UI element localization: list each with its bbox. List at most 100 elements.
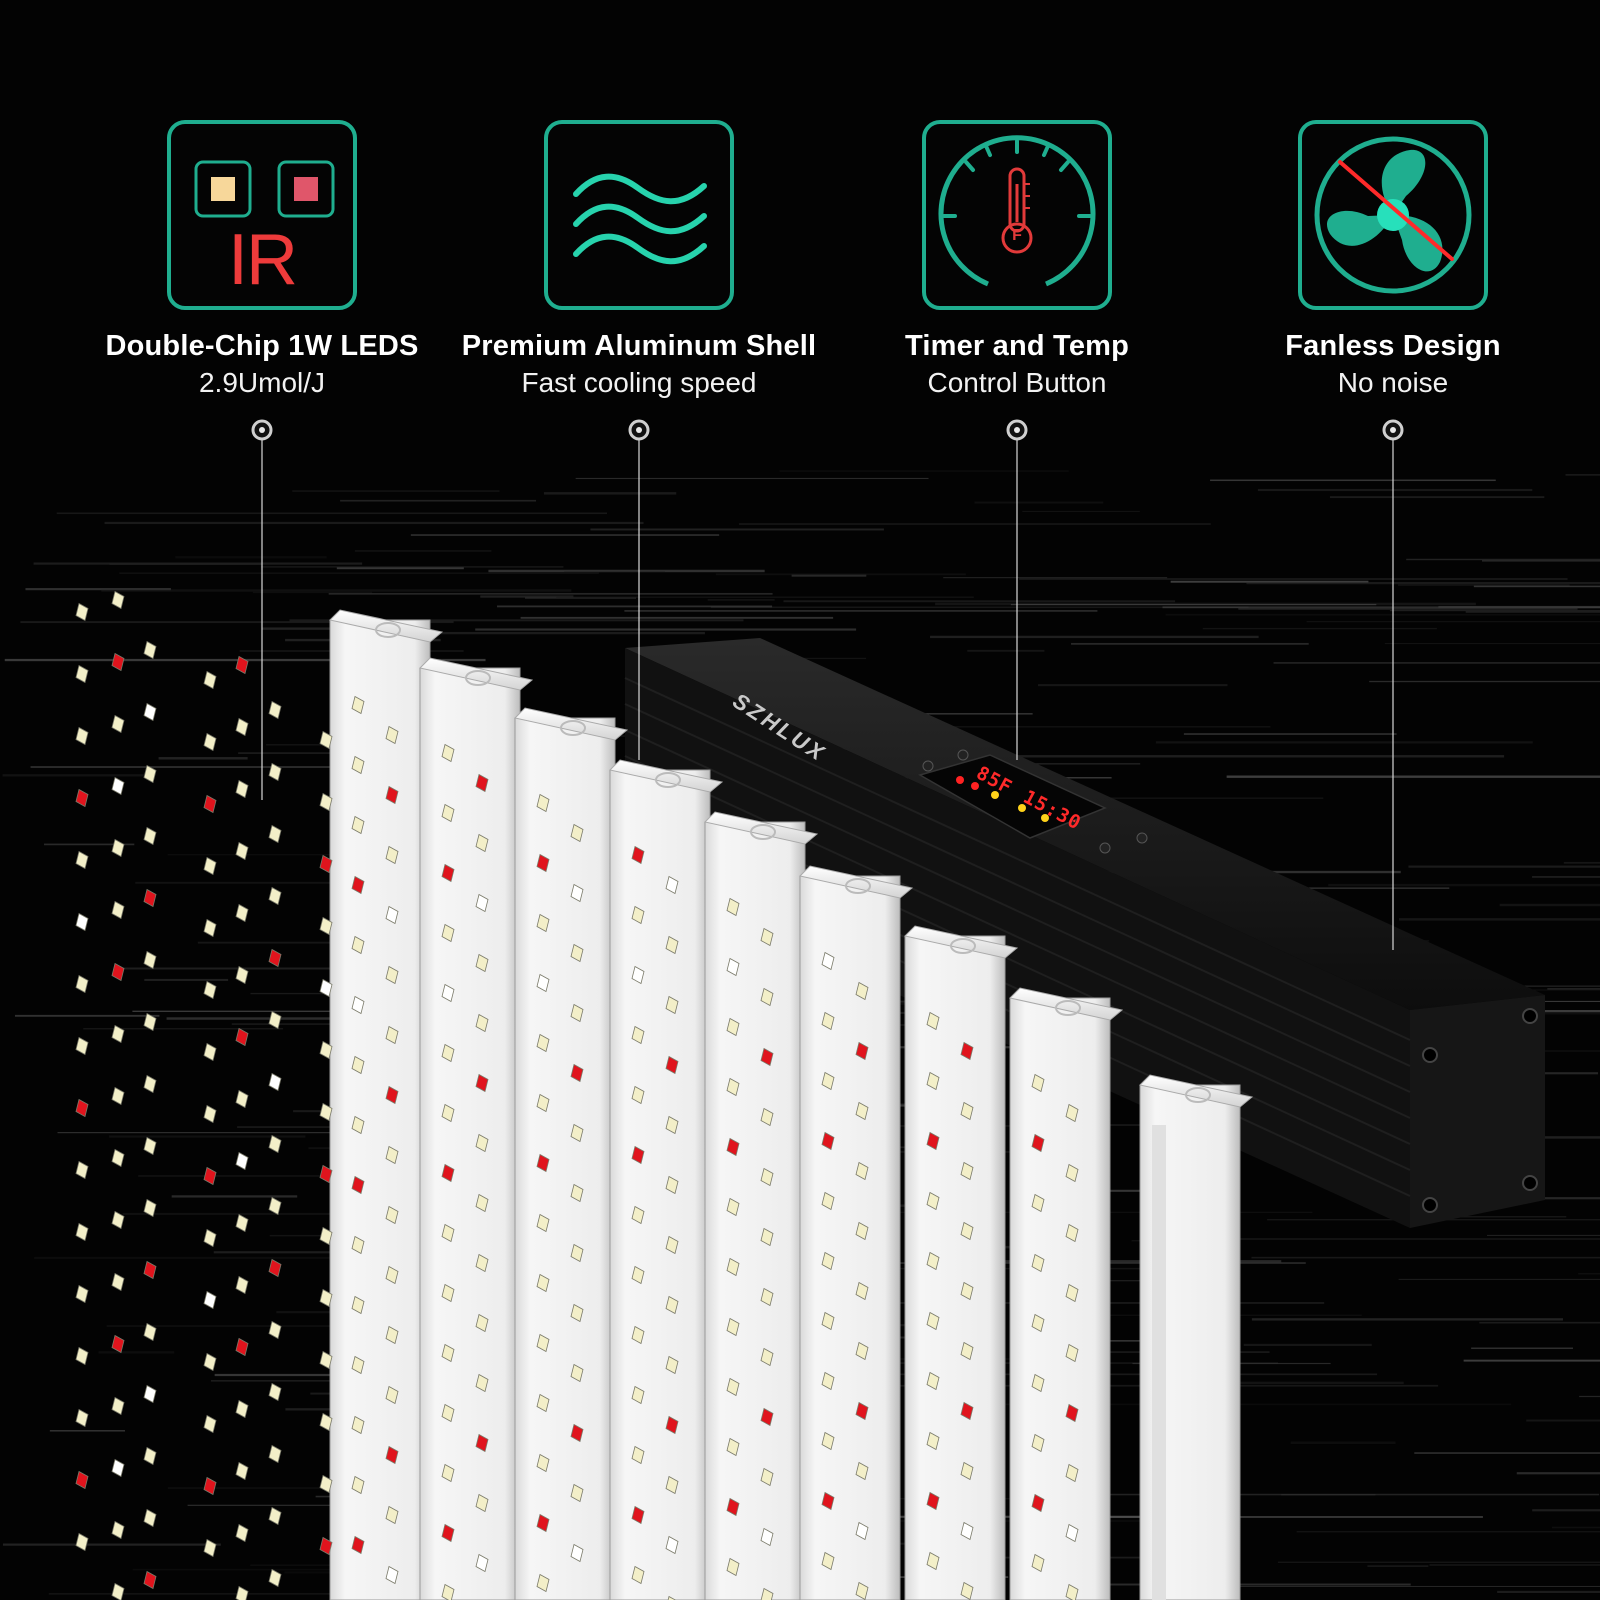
led-chip xyxy=(926,1131,940,1151)
led-chip xyxy=(203,918,217,938)
led-chip xyxy=(351,1295,365,1315)
led-chip xyxy=(203,1042,217,1062)
background-streak xyxy=(289,619,744,622)
background-streak xyxy=(167,1487,431,1489)
feature-subtitle: 2.9Umol/J xyxy=(198,367,326,398)
background-streak xyxy=(1526,1419,1600,1422)
background-streak xyxy=(525,597,636,599)
led-chip xyxy=(235,1337,249,1357)
background-streak xyxy=(1565,474,1600,476)
led-chip xyxy=(821,1431,835,1451)
led-chip xyxy=(726,1557,740,1577)
background-streak xyxy=(44,843,135,846)
background-streak xyxy=(1238,607,1578,610)
led-chip xyxy=(351,1115,365,1135)
led-chip xyxy=(143,1570,157,1590)
background-streak xyxy=(138,1175,400,1177)
background-streak xyxy=(1273,662,1600,664)
led-chip xyxy=(821,1131,835,1151)
led-chip xyxy=(75,602,89,622)
background-streak xyxy=(49,1430,126,1432)
led-chip xyxy=(631,1205,645,1225)
led-chip xyxy=(536,793,550,813)
led-chip xyxy=(235,1027,249,1047)
background-streak xyxy=(1243,1343,1372,1347)
led-chip xyxy=(143,1322,157,1342)
led-chip xyxy=(665,1415,679,1435)
background-streak xyxy=(1172,887,1450,889)
led-chip xyxy=(570,1363,584,1383)
background-streak xyxy=(1481,559,1600,562)
mounting-hole xyxy=(375,622,401,638)
background-streak xyxy=(1391,1216,1567,1218)
feature-subtitle: Fast cooling speed xyxy=(521,367,757,398)
background-streak xyxy=(33,562,363,565)
led-chip xyxy=(536,1573,550,1593)
background-streak xyxy=(1226,775,1600,778)
background-streak xyxy=(1228,1381,1404,1385)
background-streak xyxy=(1038,684,1228,687)
led-chip xyxy=(268,1444,282,1464)
led-chip xyxy=(960,1461,974,1481)
housing-front-face xyxy=(1410,995,1545,1228)
led-chip xyxy=(268,1320,282,1340)
led-chip xyxy=(821,1011,835,1031)
background-streak xyxy=(1257,488,1533,492)
background-streak xyxy=(1508,1000,1600,1002)
background-streak xyxy=(101,589,572,592)
background-streak xyxy=(497,605,773,608)
led-chip xyxy=(631,1265,645,1285)
led-chip xyxy=(1065,1343,1079,1363)
led-chip xyxy=(475,1073,489,1093)
background-streak xyxy=(1563,861,1600,864)
led-chip xyxy=(1065,1283,1079,1303)
led-chip xyxy=(351,1355,365,1375)
led-chip xyxy=(536,853,550,873)
background-streak xyxy=(738,523,1211,525)
background-streak xyxy=(1071,642,1309,645)
led-chip xyxy=(385,1325,399,1345)
led-chip xyxy=(268,1506,282,1526)
background-streak xyxy=(210,1379,446,1382)
background-streak xyxy=(1328,883,1600,887)
control-housing xyxy=(624,638,1545,1228)
led-chip xyxy=(441,1163,455,1183)
background-streak xyxy=(354,550,492,552)
led-chip xyxy=(385,905,399,925)
led-chip xyxy=(203,1166,217,1186)
led-chip xyxy=(441,1463,455,1483)
background-streak xyxy=(992,1403,1512,1406)
led-chip xyxy=(203,1414,217,1434)
led-chip xyxy=(960,1041,974,1061)
led-chip xyxy=(75,788,89,808)
background-streak xyxy=(520,616,834,619)
background-streak xyxy=(1406,558,1600,561)
led-chip xyxy=(960,1401,974,1421)
panel-button xyxy=(922,760,934,772)
led-chip xyxy=(319,1288,333,1308)
led-chip xyxy=(631,1505,645,1525)
led-chip xyxy=(760,987,774,1007)
mounting-hole xyxy=(1055,1000,1081,1016)
led-bar-body xyxy=(514,717,616,1600)
led-chip xyxy=(75,1160,89,1180)
background-streak xyxy=(171,1195,298,1198)
panel-button xyxy=(957,749,969,761)
led-chip xyxy=(760,1287,774,1307)
led-chip xyxy=(1031,1193,1045,1213)
led-chip xyxy=(268,1258,282,1278)
no-fan-icon xyxy=(1298,120,1488,310)
led-chip xyxy=(111,1272,125,1292)
background-streak xyxy=(1183,733,1397,735)
background-streak xyxy=(158,757,248,760)
background-streak xyxy=(1384,643,1600,645)
led-chip xyxy=(385,1145,399,1165)
led-chip xyxy=(203,732,217,752)
led-chip xyxy=(570,1123,584,1143)
led-chip xyxy=(235,1523,249,1543)
dual-chip-ir-icon: IR xyxy=(167,120,357,310)
led-chip xyxy=(203,1228,217,1248)
led-chip xyxy=(821,951,835,971)
background-streak xyxy=(1367,1565,1429,1567)
